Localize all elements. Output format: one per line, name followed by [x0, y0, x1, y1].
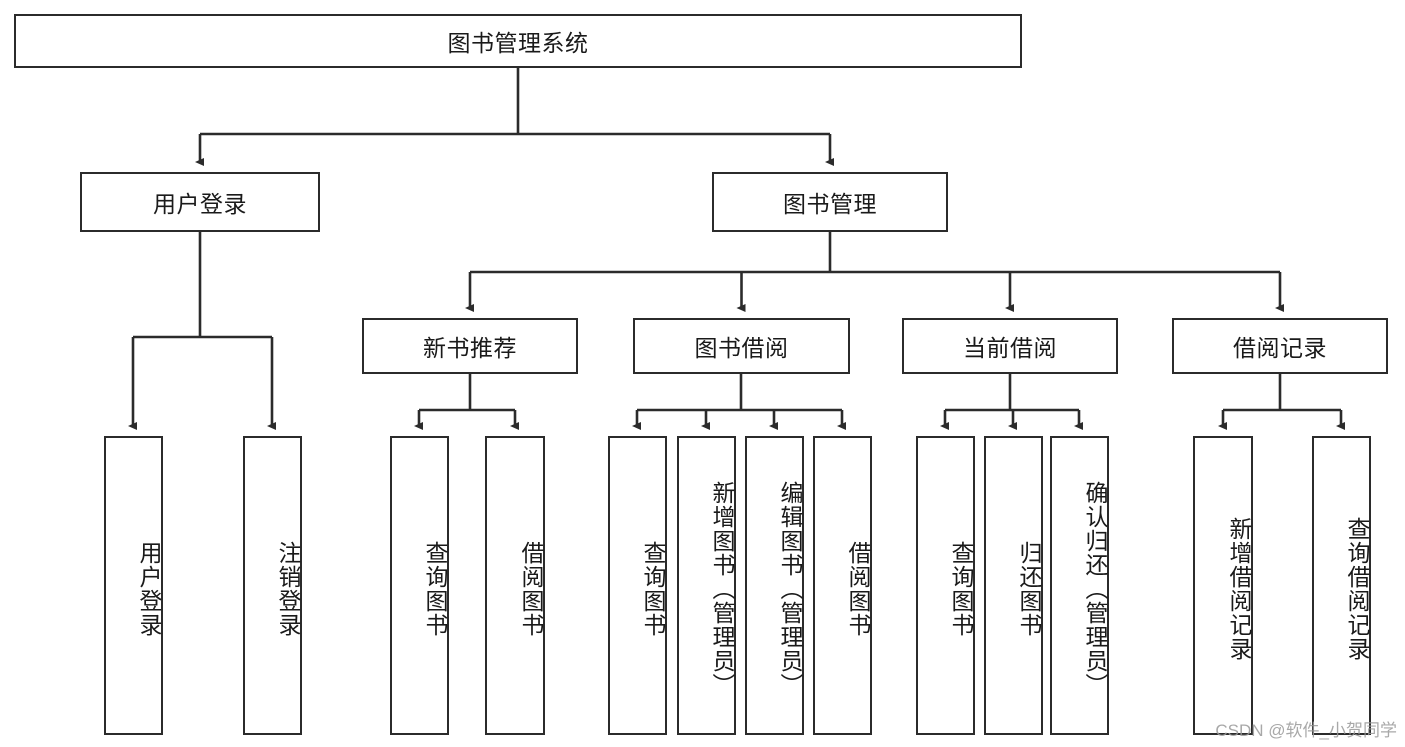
watermark-text: CSDN @软件_小贺同学 — [1215, 721, 1397, 740]
node-label: 查询图书 — [422, 540, 448, 637]
node-leaf-add-book-admin[interactable]: 新增图书（管理员） — [677, 436, 736, 735]
node-label: 借阅图书 — [518, 540, 544, 637]
node-label: 当前借阅 — [963, 335, 1057, 361]
node-label: 新书推荐 — [423, 335, 517, 361]
node-leaf-return-book[interactable]: 归还图书 — [984, 436, 1043, 735]
node-label: 新增借阅记录 — [1226, 516, 1252, 661]
node-new-book-recommend[interactable]: 新书推荐 — [362, 318, 578, 374]
node-label: 查询图书 — [640, 540, 666, 637]
node-root-0[interactable]: 图书管理系统 — [14, 14, 1022, 68]
node-leaf-query-book-current[interactable]: 查询图书 — [916, 436, 975, 735]
node-book-management[interactable]: 图书管理 — [712, 172, 948, 232]
node-label: 图书管理系统 — [447, 30, 589, 56]
node-leaf-borrow-book[interactable]: 借阅图书 — [813, 436, 872, 735]
node-current-borrow[interactable]: 当前借阅 — [902, 318, 1118, 374]
node-leaf-query-borrow-record[interactable]: 查询借阅记录 — [1312, 436, 1371, 735]
node-leaf-query-book-borrow[interactable]: 查询图书 — [608, 436, 667, 735]
node-borrow-record[interactable]: 借阅记录 — [1172, 318, 1388, 374]
node-label: 用户登录 — [136, 540, 162, 637]
node-label: 新增图书（管理员） — [709, 480, 735, 697]
node-label: 注销登录 — [275, 540, 301, 637]
node-leaf-edit-book-admin[interactable]: 编辑图书（管理员） — [745, 436, 804, 735]
node-label: 图书借阅 — [694, 335, 789, 361]
node-leaf-borrow-book-rec[interactable]: 借阅图书 — [485, 436, 545, 735]
node-user-login[interactable]: 用户登录 — [80, 172, 320, 232]
node-label: 借阅图书 — [845, 540, 871, 637]
node-label: 图书管理 — [783, 191, 877, 217]
node-label: 归还图书 — [1016, 540, 1042, 637]
node-leaf-add-borrow-record[interactable]: 新增借阅记录 — [1193, 436, 1253, 735]
node-label: 借阅记录 — [1233, 335, 1327, 361]
node-label: 确认归还（管理员） — [1082, 480, 1108, 697]
node-label: 编辑图书（管理员） — [777, 480, 803, 697]
node-book-borrow[interactable]: 图书借阅 — [633, 318, 850, 374]
node-label: 查询借阅记录 — [1344, 516, 1370, 661]
node-label: 查询图书 — [948, 540, 974, 637]
node-leaf-query-book-rec[interactable]: 查询图书 — [390, 436, 449, 735]
node-label: 用户登录 — [153, 191, 247, 217]
node-leaf-confirm-return-admin[interactable]: 确认归还（管理员） — [1050, 436, 1109, 735]
node-leaf-user-login[interactable]: 用户登录 — [104, 436, 163, 735]
node-leaf-user-logout[interactable]: 注销登录 — [243, 436, 302, 735]
